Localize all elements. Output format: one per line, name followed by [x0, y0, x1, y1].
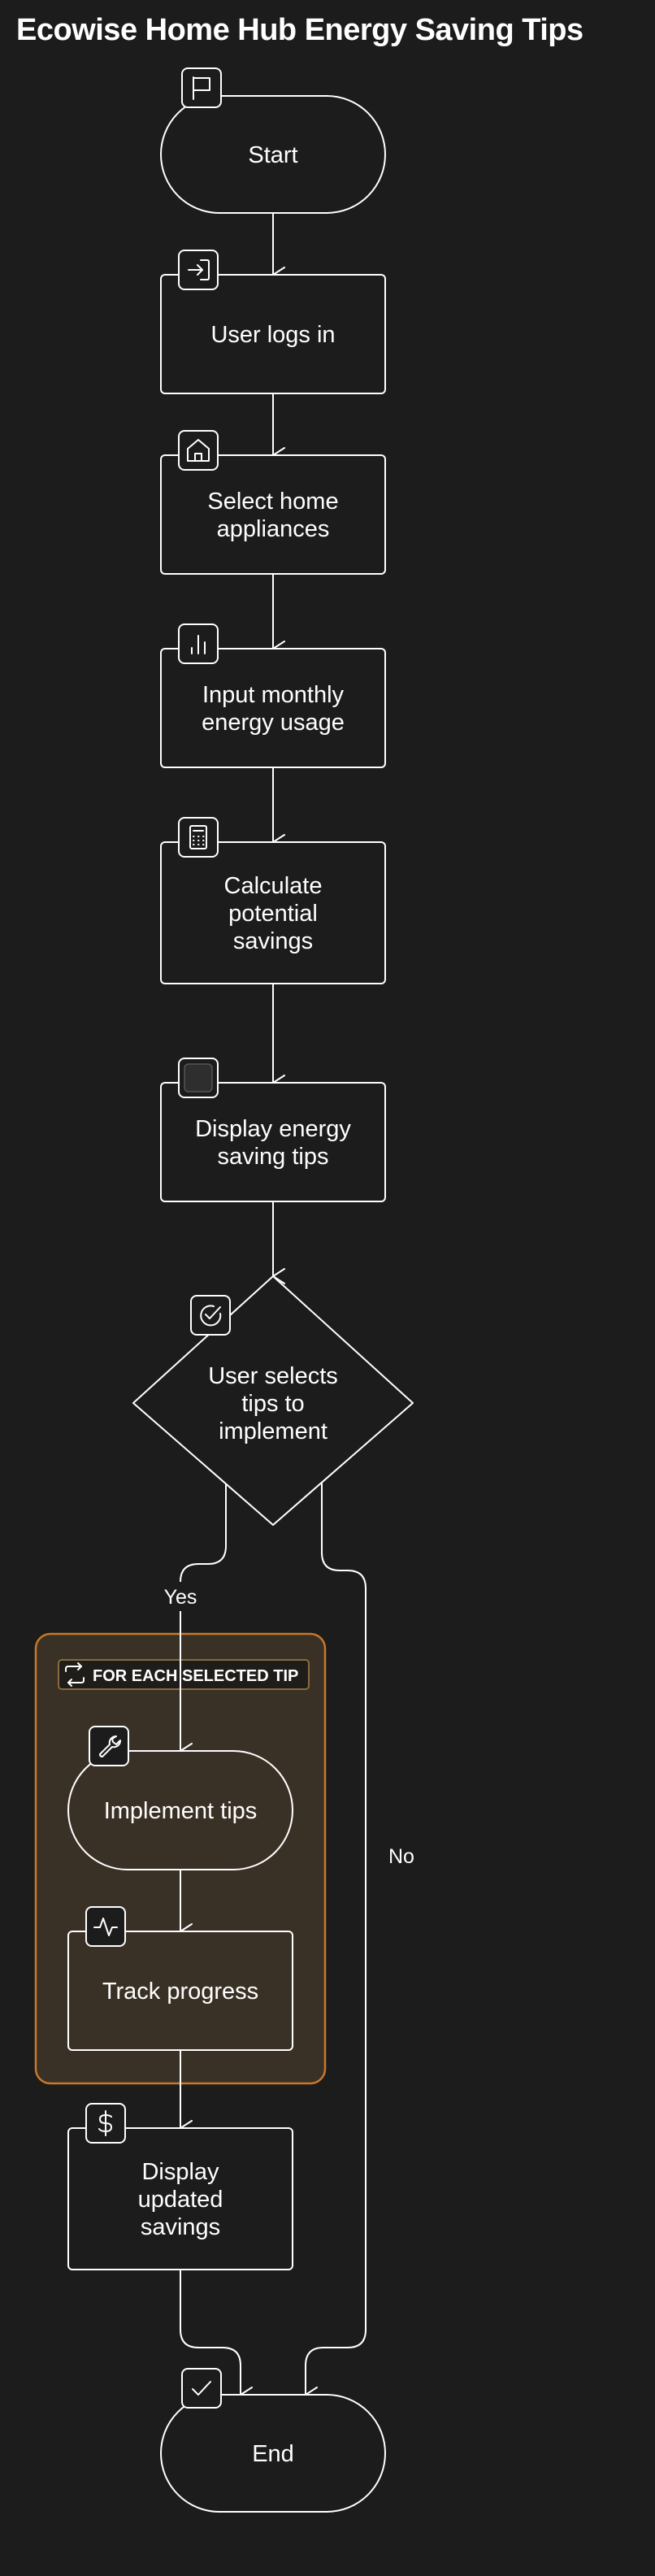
select-appliances-node	[160, 454, 386, 575]
node-label-line: savings	[141, 2214, 220, 2240]
node-label-line: updated	[138, 2187, 223, 2213]
node-label-line: appliances	[217, 516, 330, 542]
end-label: End	[252, 2441, 294, 2467]
implement-label: Implement tips	[104, 1798, 258, 1824]
login-icon	[178, 250, 219, 290]
login-label: User logs in	[210, 322, 335, 348]
node-label-line: savings	[233, 928, 313, 954]
node-label-line: Input monthly	[202, 682, 345, 708]
edge-decision-implement	[180, 1483, 227, 1759]
node-label-line: Display energy	[195, 1116, 351, 1142]
edge-display-savings-end	[180, 2270, 253, 2403]
node-label-line: End	[252, 2441, 294, 2467]
calculator-icon	[178, 817, 219, 858]
loop-label: FOR EACH SELECTED TIP	[93, 1667, 298, 1685]
node-label-line: User selects	[208, 1363, 338, 1389]
check-icon	[181, 2368, 222, 2409]
loop-label-badge: FOR EACH SELECTED TIP	[58, 1659, 310, 1690]
square-icon	[178, 1058, 219, 1098]
node-label-line: Track progress	[102, 1979, 258, 2005]
edge-label-yes: Yes	[164, 1586, 197, 1609]
nodes	[67, 95, 414, 2513]
calculate-node	[160, 841, 386, 984]
repeat-icon	[65, 1662, 85, 1687]
decision-node	[132, 1275, 414, 1526]
node-label-line: tips to	[241, 1391, 304, 1417]
node-label-line: Calculate	[224, 873, 323, 899]
check-circle-icon	[190, 1295, 231, 1336]
edge-decision-end-no	[305, 1483, 367, 2403]
start-node	[160, 95, 386, 214]
node-label-line: User logs in	[210, 322, 335, 348]
flag-icon	[181, 67, 222, 108]
display-savings-node	[67, 2127, 293, 2270]
track-node	[67, 1931, 293, 2051]
track-label: Track progress	[102, 1979, 258, 2005]
node-label-line: Start	[248, 142, 297, 168]
implement-node	[67, 1750, 293, 1870]
display-tips-node	[160, 1082, 386, 1202]
diagram-title: Ecowise Home Hub Energy Saving Tips	[16, 13, 583, 47]
edges	[180, 213, 367, 2403]
edge-label-no: No	[388, 1845, 414, 1868]
input-usage-node	[160, 648, 386, 768]
activity-icon	[85, 1906, 126, 1947]
node-label-line: Select home	[207, 489, 338, 515]
end-node	[160, 2394, 386, 2513]
home-icon	[178, 430, 219, 471]
icon-badges	[85, 67, 231, 2409]
start-label: Start	[248, 142, 297, 168]
bar-chart-icon	[178, 623, 219, 664]
node-label-line: potential	[228, 901, 318, 927]
node-label-line: implement	[219, 1418, 328, 1444]
node-label-line: saving tips	[217, 1144, 328, 1170]
node-label-line: energy usage	[202, 710, 345, 736]
dollar-icon	[85, 2103, 126, 2144]
node-label-line: Implement tips	[104, 1798, 258, 1824]
wrench-icon	[89, 1726, 129, 1766]
node-label-line: Display	[141, 2159, 219, 2185]
login-node	[160, 274, 386, 394]
edge-labels: Yes No	[158, 1582, 414, 1868]
